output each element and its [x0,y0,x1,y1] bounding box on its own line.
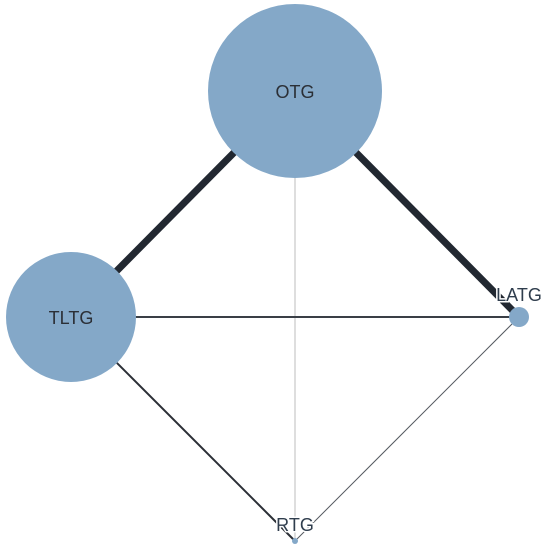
node-tltg[interactable] [6,252,136,382]
node-otg[interactable] [208,4,382,178]
edge-latg-rtg [294,316,520,542]
node-rtg[interactable] [292,538,298,544]
node-latg[interactable] [509,307,529,327]
nodes-layer [6,4,529,544]
node-label-latg: LATG [496,285,542,305]
node-label-tltg: TLTG [49,308,94,328]
node-label-otg: OTG [276,82,315,102]
node-label-rtg: RTG [276,515,314,535]
labels-layer: OTG TLTG LATG RTG [49,82,544,537]
